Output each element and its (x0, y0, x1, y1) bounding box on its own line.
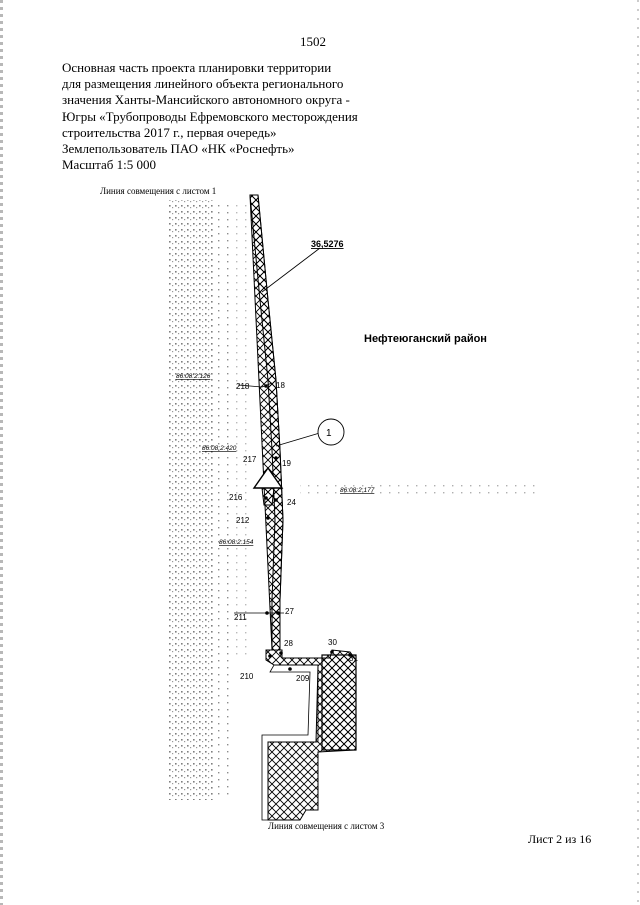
document-header: Основная часть проекта планировки террит… (62, 60, 362, 173)
point-label: 27 (285, 607, 294, 616)
point-label: 30 (328, 638, 337, 647)
leader-lines (234, 247, 324, 614)
scan-edge-right (637, 0, 639, 905)
point-label: 31 (349, 654, 358, 663)
header-line-1: Основная часть проекта планировки террит… (62, 60, 332, 75)
parcel-label: 86:08:2:177 (340, 487, 375, 494)
point-label: 216 (229, 493, 243, 502)
match-line-top-label: Линия совмещения с листом 1 (100, 186, 216, 196)
boundary-point-markers (264, 384, 352, 671)
point-label: 210 (240, 672, 254, 681)
scan-edge-left (0, 0, 3, 905)
point-label: 19 (282, 459, 291, 468)
area-label: 36,5276 (311, 239, 344, 249)
header-line-3: значения Ханты-Мансийского автономного о… (62, 92, 350, 108)
header-line-4: Югры «Трубопроводы Ефремовского месторож… (62, 108, 358, 124)
header-line-2: для размещения линейного объекта региона… (62, 76, 344, 92)
parcel-label: 86:08:2:126 (176, 373, 211, 380)
point-label: 218 (236, 382, 250, 391)
header-line-7: Масштаб 1:5 000 (62, 157, 156, 173)
pipeline-corridor (249, 194, 357, 821)
point-label: 209 (296, 674, 310, 683)
parcel-label: 86:08:2:420 (202, 445, 237, 452)
point-label: 24 (287, 498, 296, 507)
forest-area (168, 200, 540, 800)
callout-circle: 1 (317, 418, 345, 446)
point-label: 217 (243, 455, 257, 464)
match-line-bottom-label: Линия совмещения с листом 3 (268, 821, 385, 831)
point-label: 28 (284, 639, 293, 648)
point-label: 211 (234, 613, 247, 622)
point-label: 212 (236, 516, 250, 525)
sheet-number: Лист 2 из 16 (528, 832, 592, 846)
header-line-6: Землепользователь ПАО «НК «Роснефть» (62, 141, 295, 157)
parcel-label: 86:08:2:154 (219, 539, 254, 546)
point-label: 18 (276, 381, 285, 390)
callout-number: 1 (326, 428, 332, 439)
district-label: Нефтеюганский район (364, 333, 487, 345)
header-line-5: строительства 2017 г., первая очередь» (62, 124, 277, 140)
page-number: 1502 (300, 34, 326, 49)
